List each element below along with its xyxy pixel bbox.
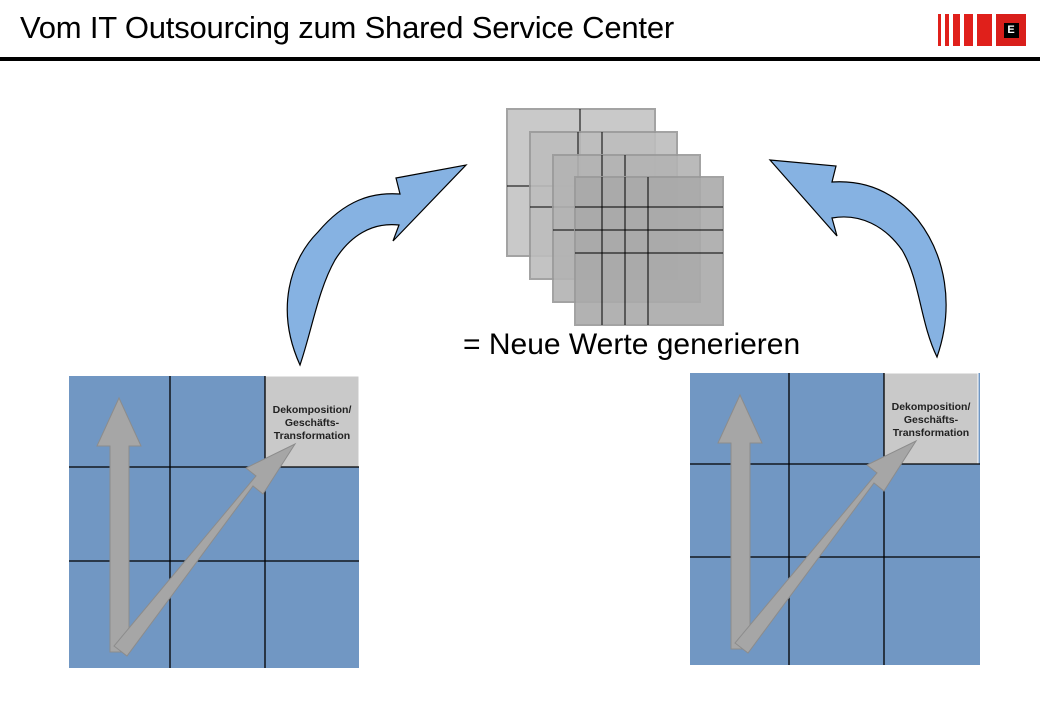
- title-divider: [0, 57, 1040, 61]
- logo-letter: E: [1003, 22, 1019, 38]
- grey-layer-4: [574, 176, 724, 326]
- right-transformation-matrix: Dekomposition/ Geschäfts- Transformation: [690, 373, 980, 665]
- company-logo: E: [938, 14, 1028, 46]
- left-transformation-matrix: Dekomposition/ Geschäfts- Transformation: [69, 376, 359, 668]
- transformation-diagonal-arrow: [734, 439, 918, 654]
- new-values-caption: = Neue Werte generieren: [463, 328, 801, 361]
- right-curved-arrow: [768, 159, 947, 359]
- matrix-label: Dekomposition/ Geschäfts- Transformation: [891, 401, 971, 439]
- growth-up-arrow: [96, 396, 142, 653]
- left-curved-arrow: [286, 164, 468, 367]
- page-title: Vom IT Outsourcing zum Shared Service Ce…: [20, 10, 674, 45]
- growth-up-arrow: [717, 393, 763, 650]
- matrix-label: Dekomposition/ Geschäfts- Transformation: [272, 404, 352, 442]
- transformation-diagonal-arrow: [113, 442, 297, 657]
